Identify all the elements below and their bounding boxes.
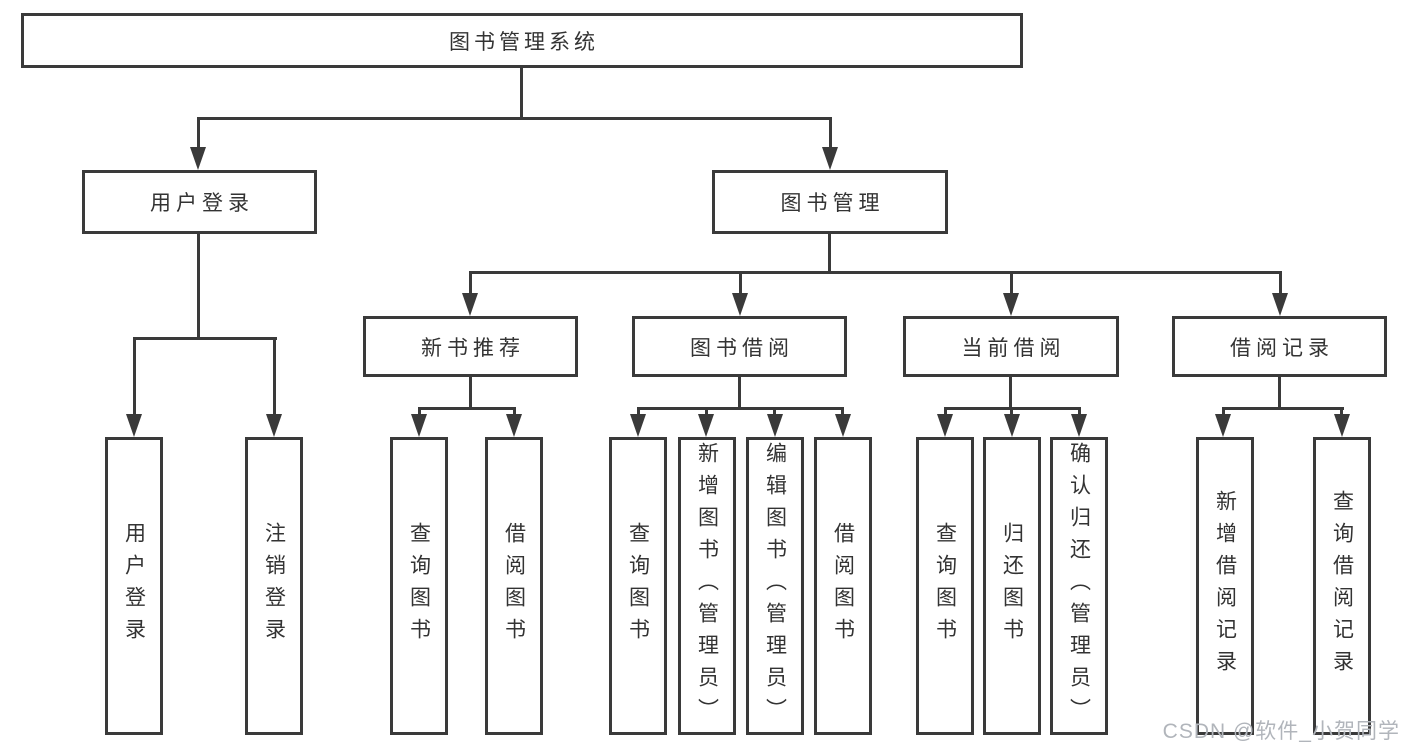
- arrowhead-nb-query: [411, 414, 427, 437]
- leaf-logout: 注销登录: [245, 437, 303, 735]
- connector-root-vertical: [520, 68, 523, 117]
- connector-bookborrow-vertical: [738, 377, 741, 407]
- node-borrow-records: 借阅记录: [1172, 316, 1387, 377]
- node-borrow-records-label: 借阅记录: [1230, 336, 1334, 360]
- leaf-query-borrow-record: 查询借阅记录: [1313, 437, 1371, 735]
- node-book-borrow-label: 图书借阅: [690, 336, 794, 360]
- connector-stem-cb-return: [1010, 407, 1013, 415]
- leaf-user-login-label: 用户登录: [122, 522, 146, 650]
- leaf-add-book-admin-label: 新增图书（管理员）: [695, 442, 719, 730]
- connector-borrowrecords-vertical: [1278, 377, 1281, 407]
- leaf-return-book: 归还图书: [983, 437, 1041, 735]
- connector-userlogin-vertical: [197, 234, 200, 337]
- connector-stem-cb-query: [944, 407, 947, 415]
- arrowhead-leaf-logout: [266, 414, 282, 437]
- arrowhead-current-borrow: [1003, 293, 1019, 316]
- leaf-edit-book-admin: 编辑图书（管理员）: [746, 437, 804, 735]
- node-book-management: 图书管理: [712, 170, 948, 234]
- leaf-logout-label: 注销登录: [262, 522, 286, 650]
- connector-borrowrecords-horizontal: [1222, 407, 1344, 410]
- connector-stem-br-query: [1340, 407, 1343, 415]
- node-current-borrow: 当前借阅: [903, 316, 1119, 377]
- connector-stem-cb-confirm: [1078, 407, 1081, 415]
- arrowhead-new-book: [462, 293, 478, 316]
- connector-bookmgmt-horizontal: [469, 271, 1282, 274]
- arrowhead-nb-borrow: [506, 414, 522, 437]
- node-current-borrow-label: 当前借阅: [961, 336, 1066, 360]
- connector-bookborrow-horizontal: [637, 407, 844, 410]
- leaf-borrow-books: 借阅图书: [814, 437, 872, 735]
- leaf-query-books-current: 查询图书: [916, 437, 974, 735]
- node-root-label: 图书管理系统: [449, 30, 599, 54]
- leaf-return-book-label: 归还图书: [1000, 522, 1024, 650]
- leaf-add-borrow-record-label: 新增借阅记录: [1213, 490, 1237, 682]
- node-new-book-recommend-label: 新书推荐: [421, 336, 525, 360]
- leaf-query-books-borrow-label: 查询图书: [626, 522, 650, 650]
- connector-stem-bb-query: [637, 407, 640, 415]
- leaf-query-books-recommend-label: 查询图书: [407, 522, 431, 650]
- connector-stem-bb-borrow: [841, 407, 844, 415]
- connector-stem-book-management: [829, 117, 832, 148]
- arrowhead-bb-edit: [767, 414, 783, 437]
- connector-stem-leaf-logout: [273, 337, 276, 415]
- arrowhead-br-add: [1215, 414, 1231, 437]
- connector-stem-book-borrow: [739, 271, 742, 294]
- leaf-add-book-admin: 新增图书（管理员）: [678, 437, 736, 735]
- leaf-add-borrow-record: 新增借阅记录: [1196, 437, 1254, 735]
- connector-stem-user-login: [197, 117, 200, 148]
- arrowhead-br-query: [1334, 414, 1350, 437]
- connector-stem-borrow-records: [1279, 271, 1282, 294]
- node-user-login: 用户登录: [82, 170, 317, 234]
- leaf-borrow-books-label: 借阅图书: [831, 522, 855, 650]
- connector-userlogin-horizontal: [133, 337, 277, 340]
- leaf-confirm-return-admin: 确认归还（管理员）: [1050, 437, 1108, 735]
- arrowhead-cb-query: [937, 414, 953, 437]
- arrowhead-bb-query: [630, 414, 646, 437]
- connector-stem-bb-edit: [773, 407, 776, 415]
- leaf-borrow-books-recommend: 借阅图书: [485, 437, 543, 735]
- connector-currentborrow-vertical: [1009, 377, 1012, 407]
- node-user-login-label: 用户登录: [150, 192, 254, 215]
- connector-stem-current-borrow: [1010, 271, 1013, 294]
- leaf-borrow-books-recommend-label: 借阅图书: [502, 522, 526, 650]
- leaf-query-books-borrow: 查询图书: [609, 437, 667, 735]
- leaf-user-login: 用户登录: [105, 437, 163, 735]
- arrowhead-book-borrow: [732, 293, 748, 316]
- node-new-book-recommend: 新书推荐: [363, 316, 578, 377]
- node-book-management-label: 图书管理: [780, 192, 885, 215]
- leaf-edit-book-admin-label: 编辑图书（管理员）: [763, 442, 787, 730]
- arrowhead-cb-return: [1004, 414, 1020, 437]
- connector-stem-leaf-login: [133, 337, 136, 415]
- connector-stem-new-book: [469, 271, 472, 294]
- leaf-query-books-recommend: 查询图书: [390, 437, 448, 735]
- leaf-query-borrow-record-label: 查询借阅记录: [1330, 490, 1354, 682]
- arrowhead-leaf-login: [126, 414, 142, 437]
- csdn-watermark: CSDN @软件_小贺同学: [1162, 720, 1400, 743]
- arrowhead-bb-add: [698, 414, 714, 437]
- arrowhead-borrow-records: [1272, 293, 1288, 316]
- connector-newbook-horizontal: [418, 407, 516, 410]
- connector-stem-nb-query: [418, 407, 421, 415]
- leaf-confirm-return-admin-label: 确认归还（管理员）: [1067, 442, 1091, 730]
- node-book-borrow: 图书借阅: [632, 316, 847, 377]
- arrowhead-user-login: [190, 147, 206, 170]
- connector-root-horizontal: [197, 117, 832, 120]
- connector-stem-bb-add: [705, 407, 708, 415]
- connector-stem-br-add: [1222, 407, 1225, 415]
- connector-newbook-vertical: [469, 377, 472, 407]
- leaf-query-books-current-label: 查询图书: [933, 522, 957, 650]
- node-root: 图书管理系统: [21, 13, 1023, 68]
- arrowhead-bb-borrow: [835, 414, 851, 437]
- connector-bookmgmt-vertical: [828, 234, 831, 271]
- arrowhead-cb-confirm: [1071, 414, 1087, 437]
- arrowhead-book-management: [822, 147, 838, 170]
- connector-stem-nb-borrow: [513, 407, 516, 415]
